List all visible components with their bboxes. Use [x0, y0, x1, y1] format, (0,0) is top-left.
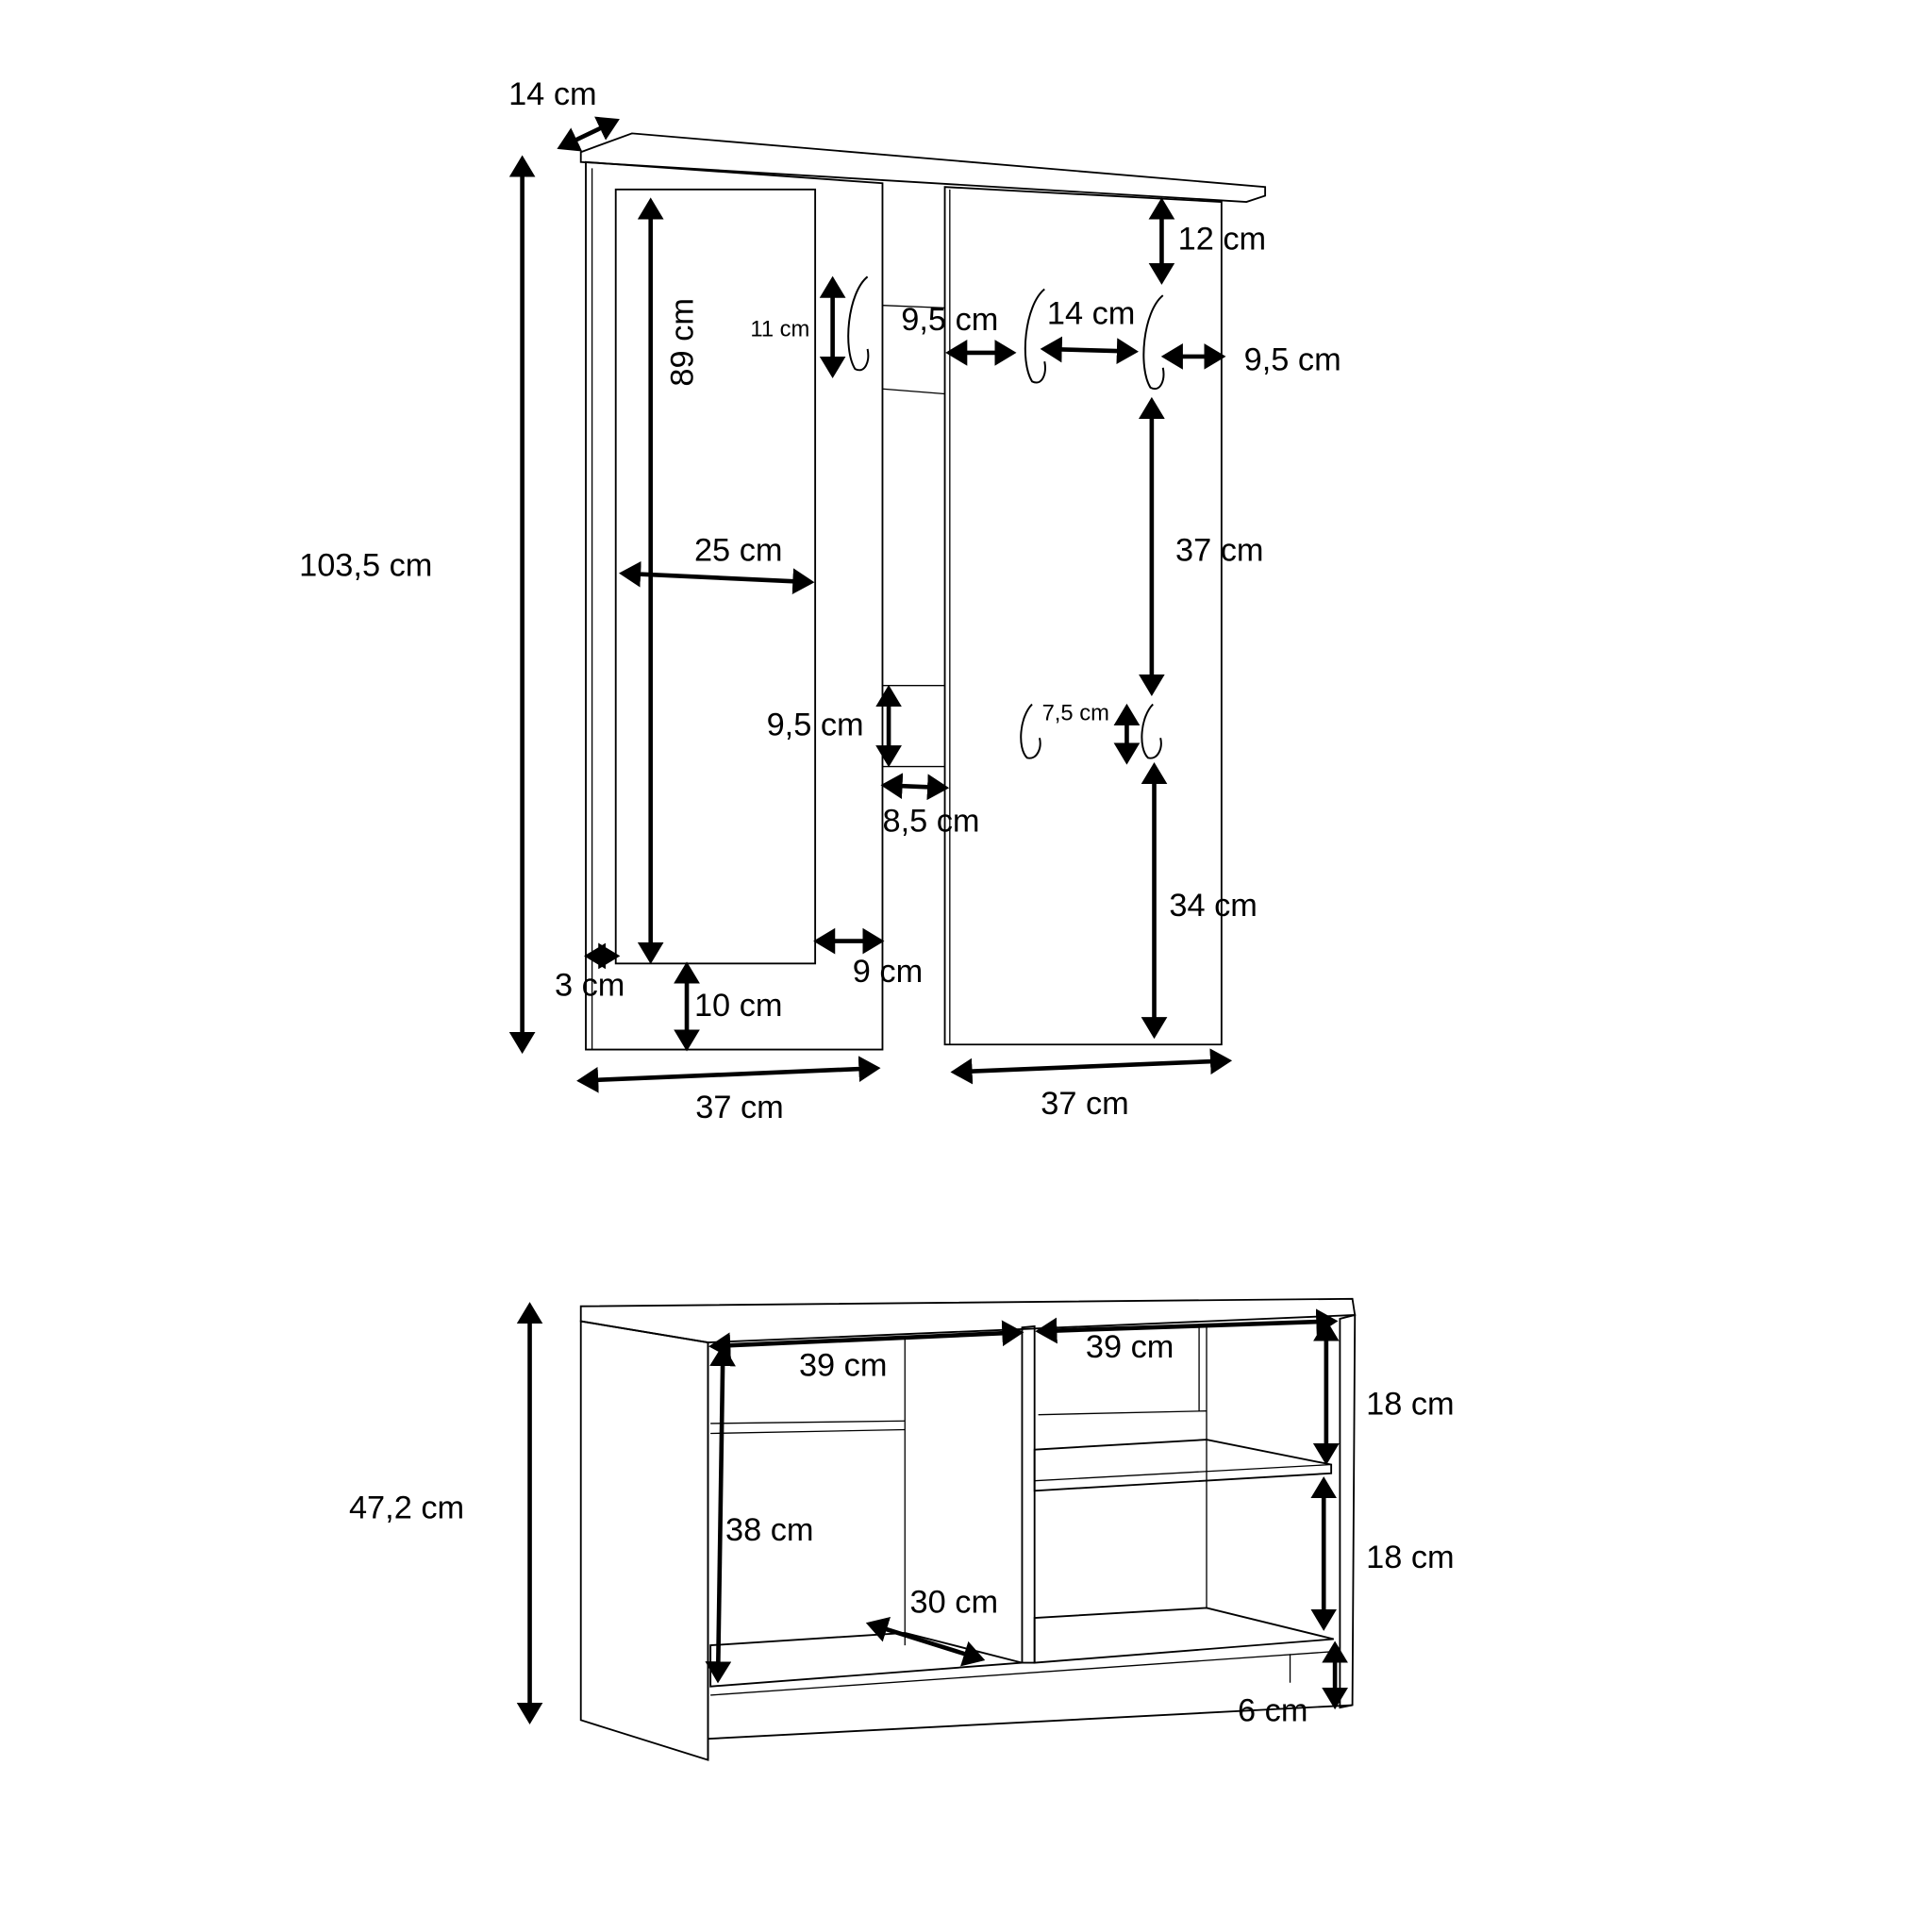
hook-gap-left-label: 9,5 cm [901, 302, 998, 338]
back-panels [882, 305, 945, 768]
cabinet-divider [1021, 1324, 1036, 1664]
hook-gap-right-label: 9,5 cm [1244, 341, 1341, 377]
hook-icon [1142, 294, 1165, 391]
mirror [614, 188, 817, 965]
right-panel [943, 186, 1223, 1046]
back-panel-gap-arrow [880, 773, 950, 801]
mirror-height-label: 89 cm [665, 298, 701, 387]
small-hook-height-label: 7,5 cm [1042, 701, 1109, 726]
hook-spacing-label: 14 cm [1047, 296, 1136, 332]
coat-hooks [847, 275, 1165, 759]
wall-unit: 14 cm 103,5 cm 89 cm 25 cm 11 cm 9,5 cm … [299, 76, 1341, 1125]
top-gap-label: 12 cm [1178, 221, 1267, 257]
bottom-shelf-left [709, 1631, 1023, 1688]
mirror-width-label: 25 cm [694, 533, 783, 569]
cabinet-height-label: 47,2 cm [349, 1490, 464, 1525]
cabinet-right-side [1339, 1313, 1357, 1709]
hooks-vertical-gap-label: 37 cm [1175, 533, 1264, 569]
back-panel-gap-label: 8,5 cm [882, 803, 979, 839]
hook-icon [1020, 703, 1041, 759]
upper-shelf [1033, 1439, 1333, 1492]
left-height-arrow [705, 1344, 736, 1684]
hook-height-label: 11 cm [750, 317, 809, 342]
depth-arrow [557, 116, 620, 152]
bottom-gap-label: 34 cm [1169, 888, 1257, 924]
right-panel-width-label: 37 cm [1041, 1086, 1129, 1122]
right-width-arrow [1035, 1308, 1339, 1344]
upper-shelf-label: 18 cm [1366, 1387, 1455, 1423]
height-label: 103,5 cm [299, 547, 432, 583]
cabinet-left-side [579, 1320, 709, 1761]
lower-shelf-label: 18 cm [1366, 1540, 1455, 1575]
hook-icon [1141, 703, 1162, 759]
shoe-cabinet: 47,2 cm 39 cm 39 cm 38 cm 30 cm 18 cm 18… [349, 1297, 1455, 1761]
right-width-label: 39 cm [1086, 1329, 1174, 1365]
hook-spacing-arrow [1040, 336, 1139, 364]
plinth-label: 6 cm [1238, 1693, 1307, 1729]
left-width-label: 39 cm [799, 1348, 888, 1384]
back-panel-height-label: 9,5 cm [767, 708, 864, 743]
lower-shelf [1033, 1607, 1335, 1664]
left-width-arrow [708, 1320, 1024, 1359]
left-height-label: 38 cm [725, 1512, 814, 1548]
left-panel-width-arrow [576, 1056, 881, 1093]
depth-label: 14 cm [508, 76, 597, 112]
depth-label: 30 cm [910, 1585, 999, 1621]
left-panel [585, 160, 884, 1051]
mirror-bottom-margin-label: 10 cm [694, 988, 783, 1024]
hook-icon [1024, 288, 1046, 384]
mirror-width-arrow [619, 560, 815, 595]
hook-icon [847, 275, 870, 372]
mirror-right-margin-label: 9 cm [853, 954, 923, 990]
cabinet-top [579, 1297, 1357, 1343]
right-panel-width-arrow [950, 1048, 1233, 1085]
left-panel-width-label: 37 cm [695, 1090, 784, 1125]
depth-arrow [865, 1616, 986, 1667]
mirror-side-margin-label: 3 cm [555, 968, 625, 1004]
top-shelf [579, 132, 1267, 203]
